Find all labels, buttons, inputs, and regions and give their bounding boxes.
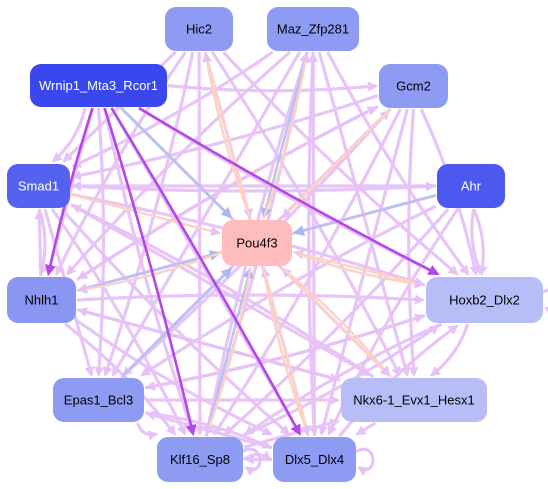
node-nkx6-label: Nkx6-1_Evx1_Hesx1 [353,392,474,407]
node-nhlh1-label: Nhlh1 [25,292,59,307]
node-gcm2-box [379,64,448,108]
node-ahr: Ahr [437,164,505,208]
edge-wrnip1-to-pou4f3 [120,107,233,219]
edge-ahr-to-epas1 [140,204,437,377]
edge-pou4f3-to-dlx5 [262,266,310,436]
edge-wrnip1-to-epas1 [94,107,106,377]
edge-gcm2-to-nkx6 [407,108,419,377]
edge-dlx5-to-pou4f3 [261,267,310,437]
edge-wrnip1-to-gcm2 [167,81,378,93]
edge-dlx5-to-maz [308,52,319,437]
node-hic2-box [165,7,233,51]
node-nkx6-box [341,378,487,422]
node-smad1-box [7,164,70,208]
node-hoxb2-box [426,277,543,323]
node-pou4f3-label: Pou4f3 [236,235,277,250]
edge-smad1-to-nkx6 [70,203,372,377]
node-maz: Maz_Zfp281 [267,7,359,51]
edge-nkx6-to-nhlh1 [77,307,341,382]
edge-wrnip1-to-dlx5 [110,107,301,436]
node-nhlh1-box [7,277,76,323]
node-nhlh1: Nhlh1 [7,277,76,323]
edge-pou4f3-to-nkx6 [280,266,391,377]
edge-hic2-to-pou4f3 [204,51,253,219]
edge-nhlh1-to-gcm2 [76,106,378,281]
edge-smad1-to-klf16 [50,208,187,436]
node-gcm2: Gcm2 [379,64,448,108]
node-hic2-label: Hic2 [186,21,212,36]
edge-smad1-to-ahr [70,181,436,193]
edge-nkx6-to-smad1 [71,204,375,379]
node-maz-label: Maz_Zfp281 [277,21,349,36]
edge-pou4f3-to-maz [262,52,311,220]
node-wrnip1-box [30,64,167,107]
edge-gcm2-to-smad1 [71,93,379,181]
edge-hic2-to-klf16 [194,51,205,436]
edge-ahr-to-pou4f3 [293,194,437,236]
edge-pou4f3-to-klf16 [204,266,252,436]
node-epas1: Epas1_Bcl3 [53,378,144,422]
edge-epas1-to-pou4f3 [120,267,233,378]
edge-nkx6-to-pou4f3 [281,267,392,378]
edge-pou4f3-to-hoxb2 [292,250,425,289]
node-dlx5-box [273,437,356,482]
node-maz-box [267,7,359,51]
node-dlx5-label: Dlx5_Dlx4 [285,452,344,467]
edge-wrnip1-to-klf16 [103,107,197,436]
edge-maz-to-smad1 [71,50,274,168]
node-pou4f3: Pou4f3 [222,220,292,266]
edge-maz-to-dlx5 [307,51,319,436]
node-gcm2-label: Gcm2 [396,78,431,93]
self-loop-klf16 [242,447,262,476]
node-klf16: Klf16_Sp8 [157,437,243,482]
edge-epas1-to-klf16 [136,422,159,441]
edge-ahr-to-hoxb2 [470,208,483,276]
edge-hic2-to-epas1 [103,51,195,377]
edge-maz-to-pou4f3 [260,51,309,219]
node-hoxb2-label: Hoxb2_Dlx2 [449,292,520,307]
node-hic2: Hic2 [165,7,233,51]
edge-smad1-to-dlx5 [60,207,291,436]
node-smad1-label: Smad1 [18,178,59,193]
edge-maz-to-hoxb2 [326,51,470,276]
node-klf16-label: Klf16_Sp8 [170,452,230,467]
self-loop-hoxb2 [542,288,548,317]
edge-pou4f3-to-hic2 [202,52,252,220]
edge-maz-to-epas1 [111,51,302,377]
edge-nhlh1-to-hoxb2 [76,293,425,305]
edge-nkx6-to-dlx5 [355,421,377,436]
edge-hoxb2-to-pou4f3 [293,249,426,287]
edge-smad1-to-pou4f3 [70,193,221,236]
node-ahr-box [437,164,505,208]
edge-nhlh1-to-pou4f3 [76,250,221,292]
edge-wrnip1-to-hoxb2 [138,106,440,276]
node-epas1-label: Epas1_Bcl3 [64,392,133,407]
edge-hoxb2-to-klf16 [243,322,443,436]
node-klf16-box [157,437,243,482]
edge-nhlh1-to-smad1 [34,209,45,277]
edge-pou4f3-to-nhlh1 [77,251,222,294]
edge-hoxb2-to-nkx6 [430,323,470,377]
node-ahr-label: Ahr [461,178,482,193]
node-epas1-box [53,378,144,422]
node-wrnip1: Wrnip1_Mta3_Rcor1 [30,64,167,107]
node-smad1: Smad1 [7,164,70,208]
node-pou4f3-box [222,220,292,266]
node-wrnip1-label: Wrnip1_Mta3_Rcor1 [39,78,158,93]
edge-gcm2-to-pou4f3 [281,108,392,219]
node-hoxb2: Hoxb2_Dlx2 [426,277,543,323]
self-loop-dlx5 [355,447,375,476]
node-nkx6: Nkx6-1_Evx1_Hesx1 [341,378,487,422]
edge-wrnip1-to-smad1 [51,107,87,163]
node-dlx5: Dlx5_Dlx4 [273,437,356,482]
edge-klf16-to-pou4f3 [205,267,254,437]
